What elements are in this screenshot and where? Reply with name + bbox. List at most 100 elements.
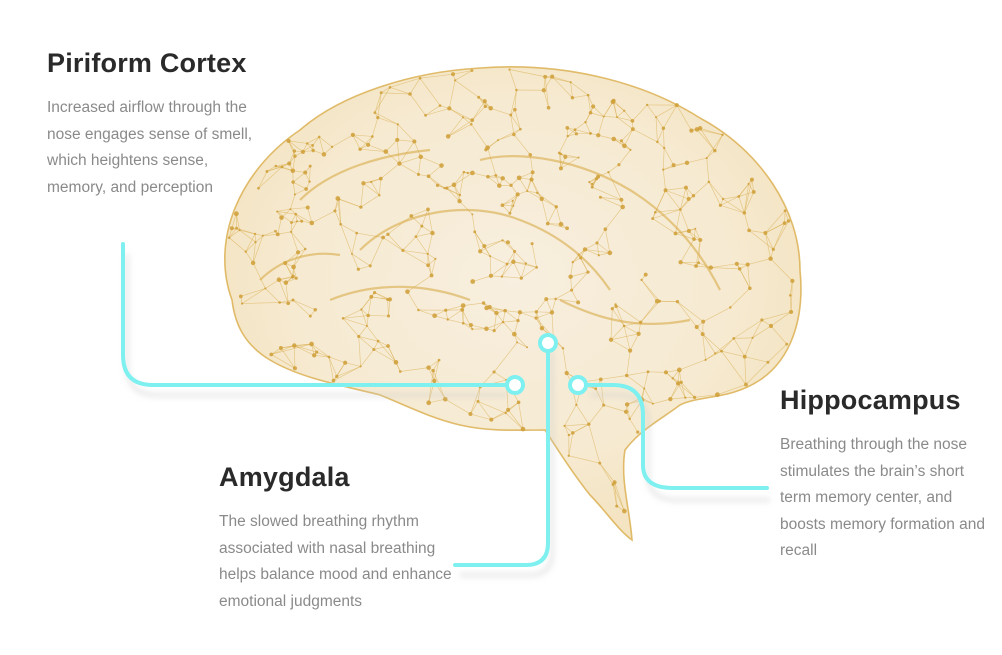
mesh-node xyxy=(558,221,564,227)
mesh-node xyxy=(408,92,412,96)
mesh-edge xyxy=(570,262,574,277)
mesh-node xyxy=(694,324,699,330)
mesh-edge xyxy=(277,231,292,235)
mesh-edge xyxy=(643,371,649,389)
mesh-node xyxy=(742,211,747,215)
mesh-edge xyxy=(307,207,313,224)
mesh-node xyxy=(686,228,691,234)
mesh-edge xyxy=(519,311,537,319)
mesh-edge xyxy=(662,169,666,191)
mesh-edge xyxy=(378,178,382,196)
mesh-edge xyxy=(311,210,336,224)
mesh-node xyxy=(309,220,315,226)
mesh-node xyxy=(483,104,488,109)
mesh-node xyxy=(630,127,635,132)
hippocampus-callout: Hippocampus Breathing through the nose s… xyxy=(780,385,990,565)
mesh-node xyxy=(468,412,473,417)
mesh-node xyxy=(563,424,566,427)
mesh-edge xyxy=(608,164,620,173)
mesh-edge xyxy=(352,134,369,146)
mesh-node xyxy=(470,170,475,176)
mesh-node xyxy=(470,123,473,126)
mesh-edge xyxy=(677,383,695,398)
mesh-edge xyxy=(340,224,353,255)
mesh-node xyxy=(683,185,688,190)
mesh-edge xyxy=(337,198,341,225)
mesh-edge xyxy=(489,256,492,276)
mesh-node xyxy=(371,135,374,138)
mesh-node xyxy=(365,324,369,327)
mesh-node xyxy=(689,128,694,133)
mesh-edge xyxy=(474,231,481,252)
mesh-node xyxy=(558,166,563,171)
mesh-edge xyxy=(541,198,549,224)
mesh-edge xyxy=(366,325,379,342)
mesh-node xyxy=(376,116,380,120)
mesh-node xyxy=(617,163,621,167)
mesh-edge xyxy=(266,163,290,172)
mesh-node xyxy=(358,147,362,151)
mesh-edge xyxy=(510,114,515,135)
mesh-edge xyxy=(255,235,264,243)
mesh-node xyxy=(286,301,291,306)
mesh-edge xyxy=(710,263,737,268)
mesh-node xyxy=(651,402,654,405)
mesh-edge xyxy=(751,179,755,192)
mesh-node xyxy=(684,160,690,165)
mesh-node xyxy=(359,365,362,368)
mesh-edge xyxy=(258,166,283,189)
mesh-node xyxy=(519,276,523,280)
mesh-node xyxy=(476,399,480,403)
mesh-node xyxy=(541,88,546,93)
mesh-node xyxy=(788,294,792,297)
mesh-edge xyxy=(314,354,330,358)
mesh-node xyxy=(654,116,658,119)
mesh-node xyxy=(745,262,750,267)
mesh-edge xyxy=(663,147,674,166)
mesh-edge xyxy=(418,156,422,175)
mesh-edge xyxy=(307,136,320,144)
mesh-node xyxy=(574,132,579,136)
mesh-edge xyxy=(702,333,716,354)
mesh-edge xyxy=(521,267,537,279)
mesh-edge xyxy=(445,305,464,311)
mesh-node xyxy=(470,69,474,72)
mesh-node xyxy=(445,186,449,190)
mesh-node xyxy=(233,211,239,217)
mesh-node xyxy=(492,328,496,333)
mesh-edge xyxy=(487,176,500,186)
mesh-edge xyxy=(752,319,763,339)
mesh-edge xyxy=(358,265,371,270)
mesh-edge xyxy=(564,404,577,427)
mesh-edge xyxy=(428,367,435,382)
hippocampus-marker-icon xyxy=(568,375,588,395)
mesh-edge xyxy=(427,232,433,254)
mesh-edge xyxy=(493,321,504,331)
mesh-node xyxy=(378,193,381,197)
amygdala-description: The slowed breathing rhythm associated w… xyxy=(219,513,452,610)
mesh-edge xyxy=(773,223,785,250)
mesh-edge xyxy=(489,306,506,311)
mesh-node xyxy=(339,222,342,226)
mesh-node xyxy=(447,106,452,111)
mesh-node xyxy=(420,224,424,228)
mesh-edge xyxy=(514,89,517,110)
mesh-edge xyxy=(285,282,289,304)
mesh-edge xyxy=(502,321,515,335)
amygdala-callout: Amygdala The slowed breathing rhythm ass… xyxy=(219,462,454,615)
mesh-edge xyxy=(680,195,694,210)
mesh-edge xyxy=(462,117,472,125)
mesh-node xyxy=(381,235,385,240)
mesh-edge xyxy=(490,107,511,116)
mesh-node xyxy=(503,308,507,313)
mesh-edge xyxy=(449,108,473,121)
mesh-node xyxy=(517,310,523,315)
mesh-node xyxy=(782,221,787,225)
mesh-edge xyxy=(514,251,527,264)
mesh-node xyxy=(494,173,498,177)
mesh-edge xyxy=(590,112,604,117)
mesh-node xyxy=(426,400,432,406)
mesh-node xyxy=(624,402,630,407)
mesh-node xyxy=(512,132,516,137)
